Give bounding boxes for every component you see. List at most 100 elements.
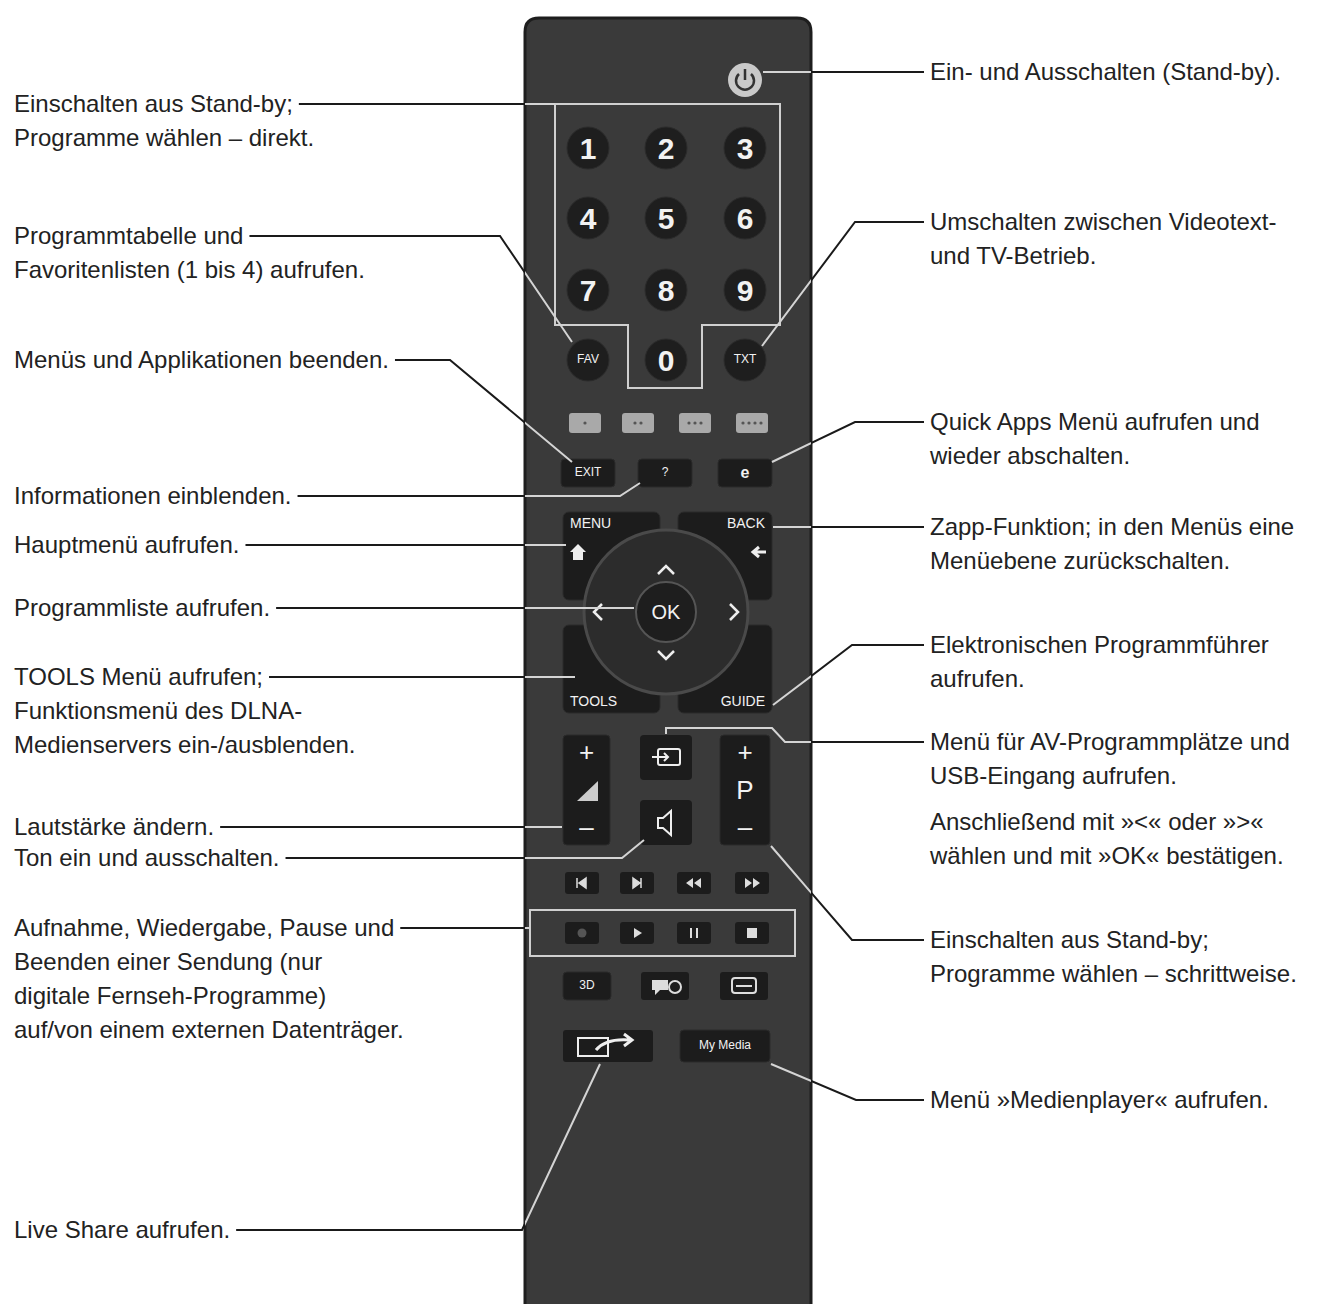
- leader-line: [276, 607, 634, 609]
- button-shape: [645, 269, 687, 311]
- remote-button: OK: [636, 582, 696, 642]
- leader-line: [525, 544, 566, 546]
- leader-line: [773, 645, 924, 705]
- callout-text: Einschalten aus Stand-by; Programme wähl…: [14, 87, 404, 155]
- callout-text: Lautstärke ändern.: [14, 810, 214, 844]
- leader-line: [525, 103, 555, 105]
- remote-button: 2: [645, 127, 687, 169]
- button-label: TXT: [734, 353, 757, 366]
- callout-text: Umschalten zwischen Videotext- und TV-Be…: [930, 205, 1318, 273]
- button-label: TOOLS: [570, 694, 617, 709]
- remote-button: My Media: [680, 1030, 770, 1062]
- callout-text: Anschließend mit »<« oder »>« wählen und…: [930, 805, 1318, 873]
- leader-line: [525, 360, 572, 462]
- leader-line: [269, 676, 575, 678]
- leader-line: [773, 526, 924, 528]
- button-label: –: [738, 813, 752, 842]
- leader-line: [525, 676, 575, 678]
- leader-line: [666, 728, 924, 742]
- leader-line: [763, 71, 811, 73]
- callout-text: Hauptmenü aufrufen.: [14, 528, 239, 562]
- leader-line: [299, 103, 555, 105]
- callout-text: Programmtabelle und Favoritenlisten (1 b…: [14, 219, 404, 287]
- button-label: FAV: [577, 353, 599, 366]
- leader-line: [220, 826, 562, 828]
- button-label: 3D: [579, 979, 594, 992]
- callout-text: Ein- und Ausschalten (Stand-by).: [930, 55, 1281, 89]
- button-label: e: [741, 464, 750, 482]
- button-label: –: [579, 813, 593, 842]
- color-keys: [569, 413, 768, 433]
- remote-button: 4: [567, 197, 609, 239]
- remote-button: 3D: [563, 972, 611, 1000]
- remote-button: 8: [645, 269, 687, 311]
- button-label: 2: [658, 132, 675, 165]
- callout-text: Live Share aufrufen.: [14, 1213, 230, 1247]
- button-label: OK: [652, 601, 681, 623]
- button-label: BACK: [727, 516, 765, 531]
- button-label: 3: [737, 132, 754, 165]
- button-label: 7: [580, 274, 597, 307]
- button-shape: [567, 197, 609, 239]
- leader-line: [395, 360, 572, 462]
- button-shape: [567, 339, 609, 381]
- remote-button: e: [718, 459, 772, 487]
- button-label: My Media: [699, 1039, 751, 1052]
- leader-line: [400, 927, 530, 929]
- button-label: GUIDE: [721, 694, 765, 709]
- callout-text: Informationen einblenden.: [14, 479, 292, 513]
- leader-line: [762, 222, 924, 346]
- leader-line: [525, 1064, 600, 1230]
- leader-line: [525, 840, 644, 858]
- button-label: 1: [580, 132, 597, 165]
- button-shape: [720, 735, 770, 845]
- remote-button: 7: [567, 269, 609, 311]
- remote-button: 9: [724, 269, 766, 311]
- callout-text: Menü »Medienplayer« aufrufen.: [930, 1083, 1269, 1117]
- button-label: 5: [658, 202, 675, 235]
- remote-button: MENU: [563, 512, 660, 600]
- leader-line: [286, 840, 644, 858]
- callout-text: Quick Apps Menü aufrufen und wieder absc…: [930, 405, 1318, 473]
- leader-line: [525, 483, 640, 496]
- callout-text: Ton ein und ausschalten.: [14, 841, 280, 875]
- remote-button: 0: [645, 339, 687, 381]
- callout-text: Programmliste aufrufen.: [14, 591, 270, 625]
- button-label: 8: [658, 274, 675, 307]
- leader-line: [771, 846, 924, 940]
- remote-button: EXIT: [561, 459, 615, 487]
- record-bracket: [530, 910, 795, 956]
- callout-text: Menüs und Applikationen beenden.: [14, 343, 389, 377]
- leader-line: [773, 526, 811, 528]
- button-label: 9: [737, 274, 754, 307]
- leader-line: [249, 236, 572, 342]
- leader-line: [525, 826, 562, 828]
- callout-text: Menü für AV-Programmplätze und USB-Einga…: [930, 725, 1318, 793]
- button-label: 6: [737, 202, 754, 235]
- leader-line: [525, 927, 530, 929]
- leader-line: [762, 222, 811, 346]
- button-shape: [718, 459, 772, 487]
- button-shape: [645, 127, 687, 169]
- button-shape: [563, 735, 610, 845]
- button-label: +: [737, 738, 752, 767]
- callout-text: Einschalten aus Stand-by; Programme wähl…: [930, 923, 1318, 991]
- button-label: 4: [580, 202, 597, 235]
- button-label: EXIT: [575, 466, 602, 479]
- remote-button: 1: [567, 127, 609, 169]
- remote-button: ?: [638, 459, 692, 487]
- remote-button: TOOLS: [563, 625, 660, 713]
- remote-button: +P–: [720, 735, 770, 845]
- button-shape: [724, 197, 766, 239]
- callout-text: Elektronischen Programmführer aufrufen.: [930, 628, 1318, 696]
- power-button: [728, 63, 762, 97]
- remote-button: GUIDE: [678, 625, 772, 713]
- button-shape: [724, 269, 766, 311]
- leader-line: [763, 71, 924, 73]
- leader-line: [525, 236, 572, 342]
- remote-button: 5: [645, 197, 687, 239]
- leader-line: [298, 483, 640, 496]
- leader-line: [772, 422, 811, 462]
- remote-button: 6: [724, 197, 766, 239]
- remote-body: [525, 18, 811, 1304]
